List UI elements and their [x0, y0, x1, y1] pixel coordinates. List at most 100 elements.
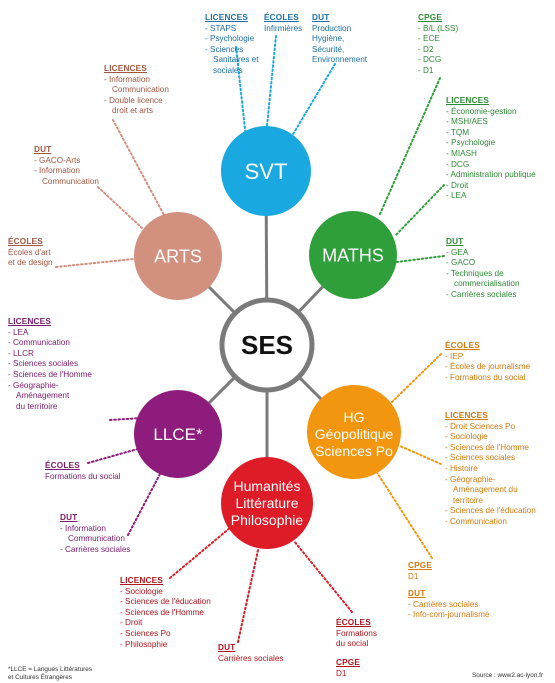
node-label-hg: Géopolitique: [315, 426, 394, 442]
block-list: D1: [408, 572, 432, 583]
block-list: Infirmières: [264, 24, 302, 35]
humanites-licences-block: LICENCES - Sociologie- Sciences de l'éduc…: [120, 576, 211, 650]
block-item: D1: [336, 668, 347, 678]
block-list: - Carrières sociales- Info-com-journalis…: [408, 600, 489, 621]
block-item: Sanitaires et: [213, 55, 259, 65]
block-item: territoire: [453, 495, 484, 505]
node-label-hg: HG: [344, 409, 365, 425]
node-circle-arts: [134, 212, 222, 300]
node-circle-hg: [307, 385, 401, 479]
block-list: D1: [336, 669, 360, 680]
block-item: Sécurité,: [312, 44, 345, 54]
block-heading: LICENCES: [120, 576, 163, 585]
dotted-connectors: [55, 35, 445, 643]
block-item: - GEA: [446, 247, 469, 257]
block-item: Communication: [68, 534, 125, 544]
block-list: Formations du social: [45, 472, 121, 483]
block-item: - Information: [104, 74, 150, 84]
footnote-line: et Cultures Étrangères: [8, 673, 72, 681]
block-heading: ÉCOLES: [45, 461, 80, 470]
block-item: - IEP: [445, 351, 464, 361]
block-heading: DUT: [408, 589, 426, 598]
node-arts: ARTS: [134, 212, 222, 300]
connector-llce: [127, 473, 161, 536]
node-svt: SVT: [221, 126, 311, 216]
connector-human: [237, 549, 259, 643]
block-item: - Sciences de l'Homme: [445, 442, 529, 452]
connector-arts: [55, 258, 135, 268]
block-item: - Sciences Po: [120, 628, 171, 638]
block-item: - ECE: [418, 34, 440, 44]
block-item: - Carrières sociales: [408, 599, 479, 609]
connector-maths: [396, 255, 445, 263]
block-item: - Carrières sociales: [60, 544, 131, 554]
block-item: - LEA: [8, 327, 29, 337]
block-list: - Sociologie- Sciences de l'éducation- S…: [120, 587, 211, 651]
connector-arts: [97, 186, 143, 229]
block-item: - Sciences de l'éducation: [120, 597, 211, 607]
node-circle-human: [221, 457, 313, 549]
block-item: Communication: [42, 176, 99, 186]
block-item: - Information: [60, 523, 106, 533]
node-label-human: Philosophie: [231, 512, 304, 528]
block-item: - D1: [418, 65, 434, 75]
footnote: *LLCE = Langues Littératures et Cultures…: [8, 666, 92, 681]
block-list: - Économie-gestion- MSH/AES- TQM- Psycho…: [446, 107, 536, 202]
block-item: - Droit Sciences Po: [445, 421, 516, 431]
block-item: - Droit: [446, 180, 469, 190]
block-item: - Histoire: [445, 463, 478, 473]
block-item: - Sociologie: [445, 432, 488, 442]
block-item: D1: [408, 571, 419, 581]
node-label-arts: ARTS: [154, 246, 202, 266]
block-item: sociales: [213, 65, 243, 75]
block-item: - Techniques de: [446, 268, 504, 278]
connector-llce: [109, 417, 143, 421]
block-heading: LICENCES: [205, 13, 248, 22]
block-item: - Formations du social: [445, 372, 526, 382]
connector-hg: [391, 353, 442, 403]
node-label-hg: Sciences Po: [315, 443, 393, 459]
hg-licences-block: LICENCES- Droit Sciences Po- Sociologie-…: [445, 411, 536, 528]
block-heading: CPGE: [418, 13, 443, 22]
node-label-maths: MATHS: [322, 245, 384, 265]
block-item: Formations du social: [45, 471, 121, 481]
connector-maths: [394, 184, 445, 237]
center-circle: [219, 297, 315, 393]
block-item: - Droit: [120, 618, 143, 628]
connector-hg: [399, 445, 442, 465]
block-item: Aménagement: [16, 391, 70, 401]
block-item: - LLCR: [8, 348, 34, 358]
block-list: - Droit Sciences Po- Sociologie- Science…: [445, 422, 536, 528]
block-heading: ÉCOLES: [336, 618, 371, 627]
block-item: - TQM: [446, 127, 470, 137]
node-label-human: Littérature: [235, 495, 298, 511]
block-item: - DCG: [446, 159, 470, 169]
block-list: - B/L (LSS)- ECE- D2- DCG- D1: [418, 24, 458, 77]
block-item: Infirmières: [264, 23, 303, 33]
node-label-llce: LLCE*: [153, 425, 203, 444]
block-heading: CPGE: [336, 658, 361, 667]
block-item: - Information: [34, 166, 80, 176]
block-item: - MSH/AES: [446, 117, 488, 127]
block-heading: LICENCES: [445, 411, 488, 420]
block-item: - Géographie-: [8, 380, 59, 390]
connector-human: [169, 526, 232, 579]
maths-licences-block: LICENCES- Économie-gestion- MSH/AES- TQM…: [446, 96, 536, 202]
block-item: Formations: [336, 628, 377, 638]
block-heading: DUT: [34, 145, 52, 154]
block-item: Production: [312, 23, 352, 33]
nodes: SVT MATHS ARTS LLCE* HGGéopolitiqueSciences …: [134, 126, 401, 549]
block-heading: CPGE: [408, 561, 433, 570]
block-item: - GACO-Arts: [34, 155, 81, 165]
block-item: - STAPS: [205, 23, 237, 33]
